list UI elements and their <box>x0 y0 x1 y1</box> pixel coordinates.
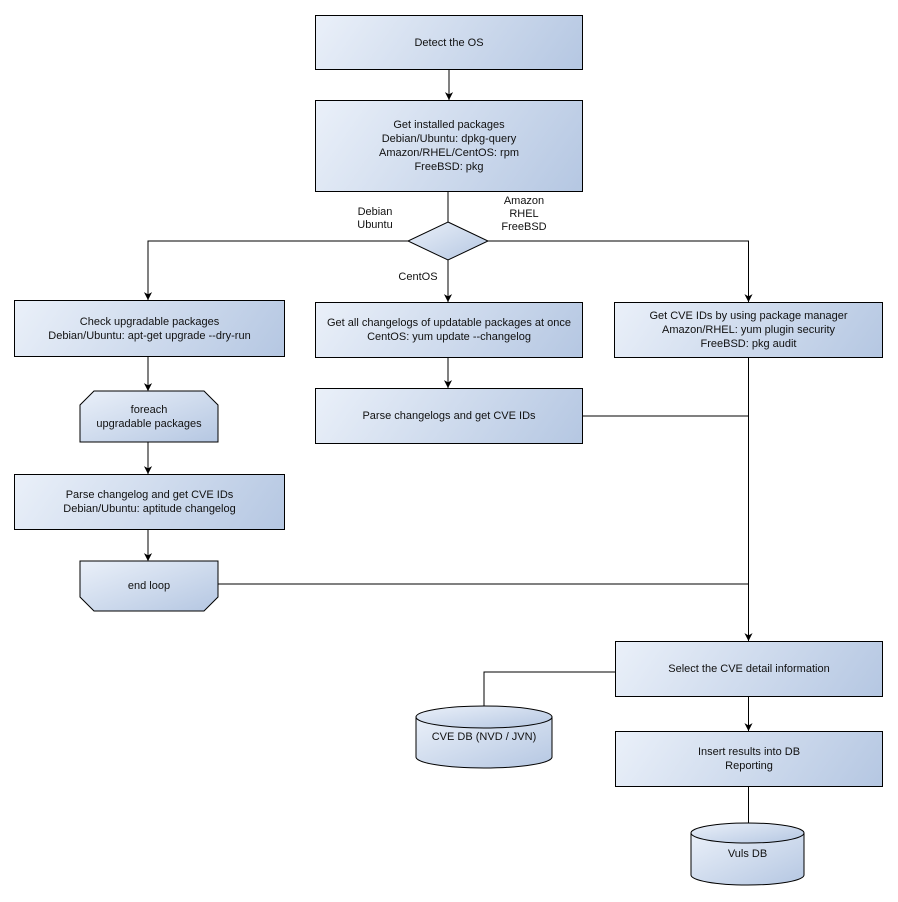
node-get-installed-packages: Get installed packages Debian/Ubuntu: dp… <box>315 100 583 192</box>
foreach-loop-shape <box>79 390 219 443</box>
node-vuls-db: Vuls DB <box>691 833 804 875</box>
node-label: Debian/Ubuntu: dpkg-query <box>381 133 517 145</box>
node-parse-changelogs-centos: Parse changelogs and get CVE IDs <box>315 388 583 444</box>
node-foreach-loop: foreach upgradable packages <box>80 391 218 442</box>
node-label: upgradable packages <box>96 417 202 430</box>
edge-select-to-cvedb <box>483 671 615 707</box>
cve-db-cylinder <box>415 705 553 769</box>
node-label: Parse changelogs and get CVE IDs <box>362 410 536 422</box>
node-label: Get installed packages <box>393 119 505 131</box>
end-loop-shape <box>79 560 219 612</box>
node-detect-os: Detect the OS <box>315 15 583 70</box>
node-label: Amazon/RHEL: yum plugin security <box>661 324 835 336</box>
node-select-cve-detail: Select the CVE detail information <box>615 641 883 697</box>
os-decision-diamond <box>406 221 490 261</box>
node-label: Get CVE IDs by using package manager <box>649 310 848 322</box>
node-label: Vuls DB <box>727 848 768 860</box>
node-label: end loop <box>127 580 171 592</box>
node-label: Debian/Ubuntu: apt-get upgrade --dry-run <box>48 329 251 342</box>
node-get-cve-ids-package-manager: Get CVE IDs by using package manager Ama… <box>614 302 883 358</box>
vuls-db-cylinder <box>690 822 805 886</box>
node-label: Amazon/RHEL/CentOS: rpm <box>379 147 519 159</box>
node-label: FreeBSD: pkg <box>414 161 484 173</box>
node-cve-db: CVE DB (NVD / JVN) <box>416 717 552 757</box>
node-label: Get all changelogs of updatable packages… <box>326 317 571 329</box>
node-label: Detect the OS <box>414 36 484 49</box>
node-end-loop: end loop <box>80 561 218 611</box>
node-label: Insert results into DB <box>697 746 801 758</box>
node-label: foreach <box>130 403 168 416</box>
node-check-upgradable-packages: Check upgradable packages Debian/Ubuntu:… <box>14 300 285 357</box>
node-insert-results-db: Insert results into DB Reporting <box>615 731 883 787</box>
node-label: Parse changelog and get CVE IDs <box>65 489 234 501</box>
edge-decision-to-get-cve-ids <box>488 240 753 303</box>
edge-label-amazon-rhel-freebsd: Amazon RHEL FreeBSD <box>501 195 547 233</box>
node-label: CentOS: yum update --changelog <box>367 331 531 343</box>
node-label: FreeBSD: pkg audit <box>700 338 797 350</box>
node-label: CVE DB (NVD / JVN) <box>431 731 537 743</box>
node-parse-changelog-debian: Parse changelog and get CVE IDs Debian/U… <box>14 474 285 530</box>
node-label: Reporting <box>725 760 773 772</box>
edge-label-debian-ubuntu: Debian Ubuntu <box>357 206 393 231</box>
edge-label-centos: CentOS <box>398 271 438 283</box>
edge-decision-to-check-upgradable <box>143 240 408 301</box>
node-label: Select the CVE detail information <box>668 663 830 675</box>
node-get-all-changelogs: Get all changelogs of updatable packages… <box>315 302 583 358</box>
node-label: Debian/Ubuntu: aptitude changelog <box>63 503 236 515</box>
node-label: Check upgradable packages <box>79 315 220 328</box>
